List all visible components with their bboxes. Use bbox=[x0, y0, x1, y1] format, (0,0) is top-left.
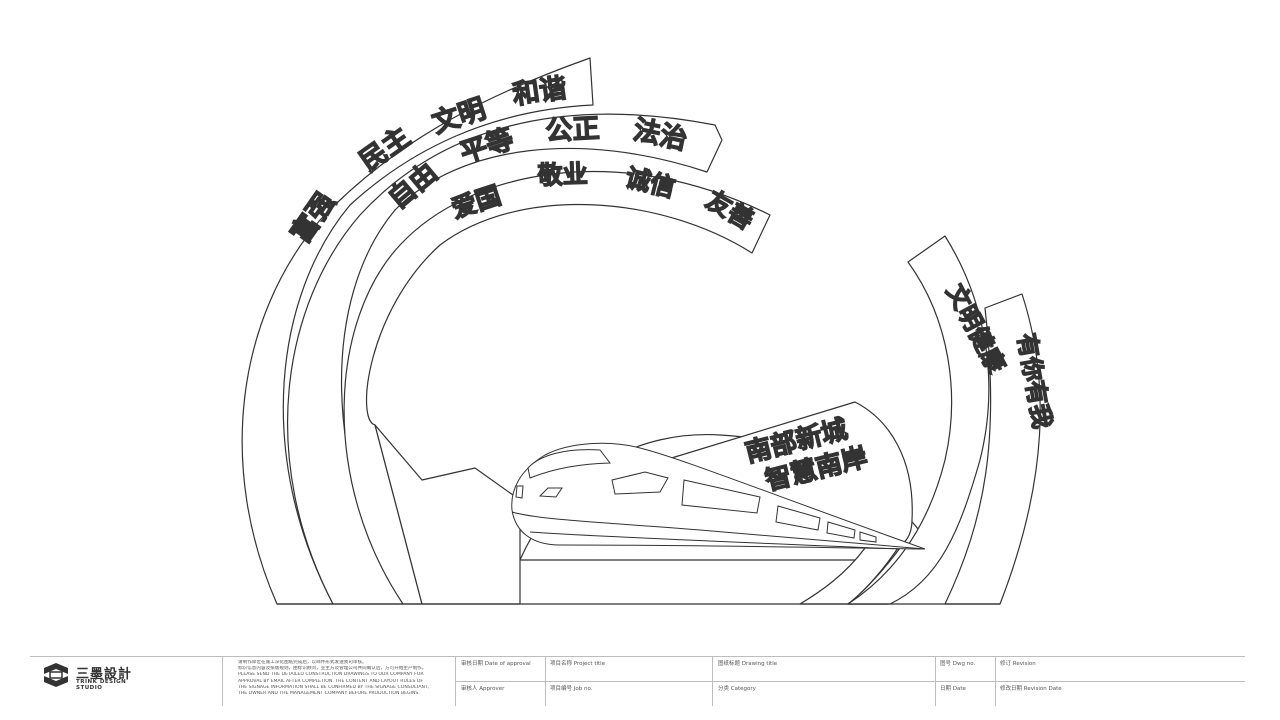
job-no-label: 项目编号 Job no. bbox=[550, 686, 593, 692]
category-label: 分类 Category bbox=[718, 686, 756, 692]
train-side-window-1 bbox=[681, 479, 761, 514]
logo-mark-icon bbox=[44, 663, 68, 687]
drawing-title-label: 图纸标题 Drawing title bbox=[718, 661, 778, 667]
train-side-window-3 bbox=[826, 521, 856, 539]
middle-arc-band bbox=[286, 113, 723, 605]
train-side-window-4 bbox=[859, 531, 877, 543]
train-skirt bbox=[511, 511, 926, 550]
title-block: 三墨設計 TRINK DESIGN STUDIO 请制作单位在施工深化图纸完成后… bbox=[0, 650, 1280, 710]
project-title-label: 项目名称 Project title bbox=[550, 661, 606, 667]
middle-slogan-3: 公正 bbox=[545, 113, 601, 147]
logo-cn-text: 三墨設計 bbox=[76, 667, 133, 682]
logo-en-text: TRINK DESIGN STUDIO bbox=[76, 679, 127, 691]
train-headlight bbox=[515, 485, 524, 499]
studio-logo: 三墨設計 TRINK DESIGN STUDIO bbox=[42, 662, 222, 692]
outer-arc-band bbox=[241, 57, 594, 605]
date-of-approval-label: 审核日期 Date of approval bbox=[461, 661, 531, 667]
train-side-window-front bbox=[611, 471, 669, 495]
date-label: 日期 Date bbox=[940, 686, 966, 692]
revision-label: 修订 Revision bbox=[1000, 661, 1036, 667]
outer-slogan-4: 和谐 bbox=[511, 73, 569, 111]
train-windshield bbox=[527, 449, 611, 479]
production-note: 请制作单位在施工深化图纸完成后，以邮件形式发送我司审核。 标识信息内容及排版规则… bbox=[238, 660, 430, 697]
inner-slogan-2: 敬业 bbox=[536, 159, 588, 190]
dwg-no-label: 图号 Dwg no. bbox=[940, 661, 976, 667]
train-illustration bbox=[511, 442, 926, 550]
train-side-window-2 bbox=[775, 505, 821, 531]
approver-label: 审核人 Approver bbox=[461, 686, 505, 692]
revision-date-label: 修改日期 Revision Date bbox=[1000, 686, 1062, 692]
inner-arc-band bbox=[343, 171, 771, 605]
signage-drawing: 富强 民主 文明 和谐 自由 平等 公正 法治 爱国 敬业 诚信 友善 文明健康… bbox=[241, 57, 1057, 605]
train-cab-window bbox=[538, 487, 563, 498]
